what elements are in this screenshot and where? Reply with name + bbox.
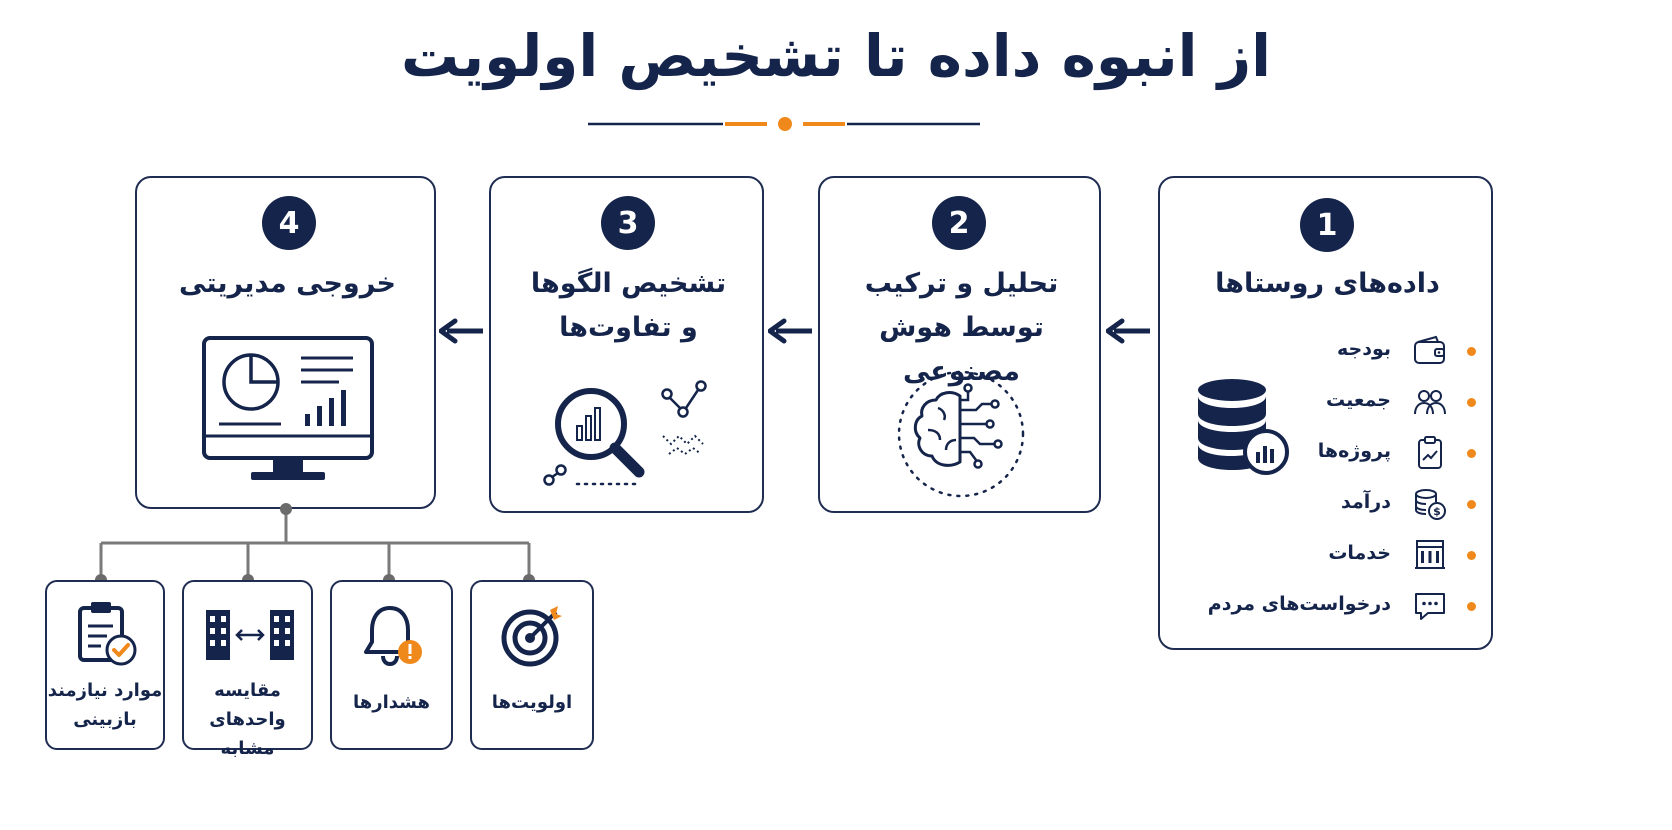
bullet: [1467, 500, 1476, 509]
title-divider: [588, 117, 980, 131]
data-item-label: پروژه‌ها: [1317, 440, 1391, 462]
output-label: هشدارها: [353, 692, 430, 713]
chat-bubble-icon: [1415, 593, 1445, 620]
data-item-label: جمعیت: [1325, 389, 1391, 411]
step-card-3: 3 تشخیص الگوها و تفاوت‌ها: [489, 176, 764, 513]
database-chart-icon: [1198, 379, 1289, 475]
step-number-1: 1: [1300, 198, 1354, 252]
step-title-2b: توسط هوش مصنوعی: [879, 312, 1044, 387]
step-title-2a: تحلیل و ترکیب: [864, 268, 1059, 299]
pattern-analysis-icon: [543, 380, 707, 486]
output-label: اولویت‌ها: [491, 692, 573, 713]
page-title: از انبوه داده تا تشخیص اولویت: [400, 22, 1272, 90]
arrow-left-icon: [768, 318, 812, 344]
wallet-icon: [1414, 335, 1445, 364]
step-title-4: خروجی مدیریتی: [179, 268, 396, 299]
ai-brain-icon: [897, 370, 1025, 498]
arrow-left-icon: [439, 318, 483, 344]
step-card-2: 2 تحلیل و ترکیب توسط هوش مصنوعی: [818, 176, 1101, 513]
bullet: [1467, 602, 1476, 611]
output-label: مقایسه: [214, 680, 281, 701]
output-card-review: موارد نیازمند بازبینی: [45, 580, 165, 750]
output-card-comparison: مقایسه واحدهای مشابه: [182, 580, 313, 759]
review-clipboard-icon: [78, 602, 137, 666]
svg-text:$: $: [1433, 505, 1441, 518]
output-label: واحدهای مشابه: [209, 709, 286, 759]
data-item-label: درآمد: [1341, 491, 1391, 513]
building-icon: [1415, 540, 1445, 569]
step-number-3: 3: [601, 196, 655, 250]
step-card-1: 1 داده‌های روستاها بودجه جمعیت: [1158, 176, 1493, 650]
step-title-3a: تشخیص الگوها: [530, 268, 727, 299]
people-icon: [1414, 390, 1446, 415]
output-label: بازبینی: [73, 709, 137, 730]
bullet: [1467, 398, 1476, 407]
output-card-priorities: اولویت‌ها: [470, 580, 594, 750]
clipboard-chart-icon: [1418, 436, 1442, 469]
compare-buildings-icon: [206, 610, 294, 660]
target-icon: [501, 606, 562, 667]
bullet: [1467, 551, 1476, 560]
step-title-3b: و تفاوت‌ها: [559, 312, 698, 343]
dashboard-monitor-icon: [202, 336, 374, 480]
arrow-left-icon: [1106, 318, 1150, 344]
data-item-label: درخواست‌های مردم: [1207, 593, 1391, 615]
step-number-4: 4: [262, 196, 316, 250]
coins-icon: $: [1415, 489, 1446, 520]
step-number-2: 2: [932, 196, 986, 250]
step-card-4: 4 خروجی مدیریتی: [135, 176, 436, 509]
data-item-label: خدمات: [1328, 542, 1391, 564]
output-card-alerts: هشدارها: [330, 580, 453, 750]
bell-alert-icon: [364, 606, 422, 667]
output-label: موارد نیازمند: [47, 680, 163, 701]
bullet: [1467, 449, 1476, 458]
step-title-1: داده‌های روستاها: [1215, 268, 1440, 299]
bullet: [1467, 347, 1476, 356]
data-item-label: بودجه: [1336, 338, 1391, 360]
